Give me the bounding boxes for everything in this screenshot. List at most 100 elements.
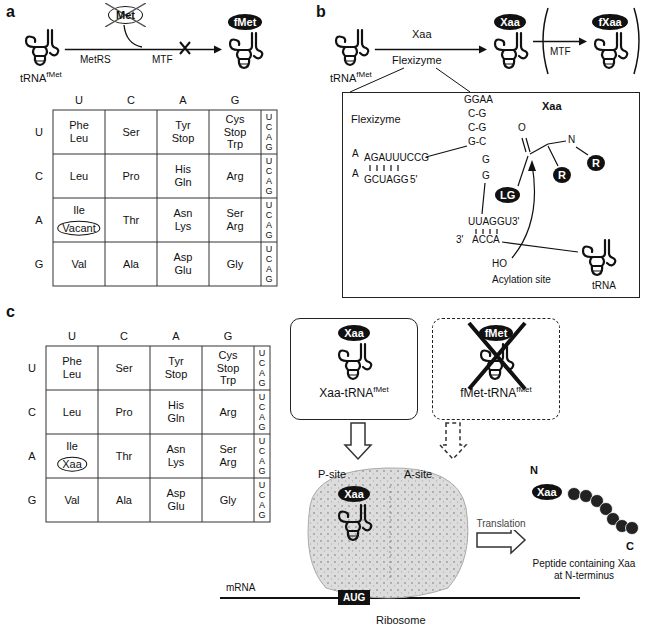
codon-table-rule xyxy=(53,154,277,155)
node-ovalB: Xaa xyxy=(532,484,562,500)
trna-shape xyxy=(339,505,371,540)
trna-icon xyxy=(331,28,371,68)
table-cell: Ile xyxy=(66,440,78,453)
circled-cell: Xaa xyxy=(57,457,87,472)
table-heading: U xyxy=(68,330,76,342)
annotation-label: MTF xyxy=(152,54,173,66)
cross-line xyxy=(105,3,146,27)
table-cell: Phe Leu xyxy=(69,119,89,144)
amino-acid-name: Met xyxy=(116,9,135,21)
node-inset: FlexizymeLGRR xyxy=(342,92,640,298)
table-cell: Ile xyxy=(73,204,85,217)
third-base-column: U C A G xyxy=(259,480,266,520)
table-heading: C xyxy=(35,170,43,182)
trna-shape xyxy=(495,33,527,68)
third-base-column: U C A G xyxy=(266,200,273,240)
table-cell: Arg xyxy=(219,406,236,419)
trna-label-row: tRNAfMet xyxy=(20,68,62,85)
annotation-label: Acylation site xyxy=(492,274,551,286)
third-base-column: U C A G xyxy=(259,436,266,476)
table-heading: G xyxy=(35,258,44,270)
trna-label-row: tRNAfMet xyxy=(330,68,372,85)
table-cell: Phe Leu xyxy=(62,355,82,380)
node-aug: AUG xyxy=(338,590,370,605)
annotation-label: mRNA xyxy=(226,582,255,594)
node-trnaO: Xaa xyxy=(490,12,530,71)
trna-superscript: fMet xyxy=(373,385,389,394)
table-cell: Pro xyxy=(115,406,132,419)
annotation-label: G-C xyxy=(468,136,486,148)
table-heading: G xyxy=(231,94,240,106)
table-heading: G xyxy=(28,494,37,506)
block-arrow xyxy=(440,423,466,459)
table-heading: U xyxy=(28,362,36,374)
codon-table-rule xyxy=(46,390,270,391)
table-cell: Thr xyxy=(123,214,140,227)
table-cell: Leu xyxy=(63,406,81,419)
third-base-column: U C A G xyxy=(266,156,273,196)
annotation-label: O xyxy=(518,122,526,134)
trna-shape xyxy=(230,33,262,68)
annotation-label: HO xyxy=(492,258,507,270)
annotation-label: A xyxy=(352,168,359,180)
trna-icon xyxy=(476,342,516,382)
table-heading: C xyxy=(28,406,36,418)
trna-name: tRNA xyxy=(20,72,46,84)
node-cbox: fMetfMet-tRNAfMet xyxy=(432,318,560,420)
annotation-label: GCUAGG xyxy=(364,174,408,186)
codon-table-frame xyxy=(53,110,277,286)
aminoacyl-trna-name: Xaa-tRNA xyxy=(319,386,373,400)
trna-icon xyxy=(334,342,374,382)
connector xyxy=(65,46,222,54)
table-heading: G xyxy=(224,330,233,342)
codon-table-frame xyxy=(46,346,270,522)
connector xyxy=(345,423,371,459)
table-cell: Ala xyxy=(123,258,139,271)
oval-row: Xaa xyxy=(334,484,374,502)
annotation-label: MTF xyxy=(550,46,571,58)
table-cell: Gly xyxy=(220,494,237,507)
annotation-label: N xyxy=(568,134,575,146)
oval-row: fMet xyxy=(225,12,265,30)
node-trnaO: Xaa xyxy=(334,484,374,543)
arrow-line xyxy=(375,49,481,51)
third-base-column: U C A G xyxy=(259,392,266,432)
table-heading: A xyxy=(179,94,186,106)
table-cell: Val xyxy=(71,258,86,271)
table-cell: His Gln xyxy=(167,399,184,424)
annotation-label: C-G xyxy=(468,122,486,134)
cross-line xyxy=(469,323,525,389)
connector-label: Translation xyxy=(474,518,527,530)
site-divider xyxy=(390,486,391,580)
panel-letter: b xyxy=(316,2,326,21)
node-trnaL: tRNAfMet xyxy=(330,28,372,85)
amino-acid-bead xyxy=(568,488,581,501)
codon-table-rule xyxy=(53,242,277,243)
ribosome-body xyxy=(308,468,468,598)
node-trnaL: tRNAfMet xyxy=(20,28,62,85)
annotation-label: ACCA xyxy=(472,234,500,246)
site-label: A-site xyxy=(404,468,432,480)
table-heading: A xyxy=(28,450,35,462)
site-label: P-site xyxy=(318,468,346,480)
table-cell: Pro xyxy=(122,170,139,183)
table-heading: A xyxy=(35,214,42,226)
amino-acid-oval: Xaa xyxy=(338,486,370,502)
table-cell: Asp Glu xyxy=(167,487,186,512)
codon-table-rule xyxy=(46,434,270,435)
panel-letter: c xyxy=(6,302,15,321)
table-heading: U xyxy=(35,126,43,138)
annotation-label: N xyxy=(530,464,538,477)
trna-name: tRNA xyxy=(330,72,356,84)
annotation-label: UUAGGU xyxy=(468,216,512,228)
annotation-label: tRNA xyxy=(592,280,616,292)
table-cell: Asn Lys xyxy=(174,207,193,232)
table-cell: Asn Lys xyxy=(167,443,186,468)
amino-acid-oval: fXaa xyxy=(592,14,627,30)
node-trnaO: fMet xyxy=(225,12,265,71)
trna-label-row: Xaa-tRNAfMet xyxy=(319,385,389,400)
amino-acid-oval: fMet xyxy=(479,325,514,341)
trna-shape xyxy=(336,30,368,65)
table-cell: Ser Arg xyxy=(219,443,236,468)
ribosome-shape xyxy=(298,462,474,612)
